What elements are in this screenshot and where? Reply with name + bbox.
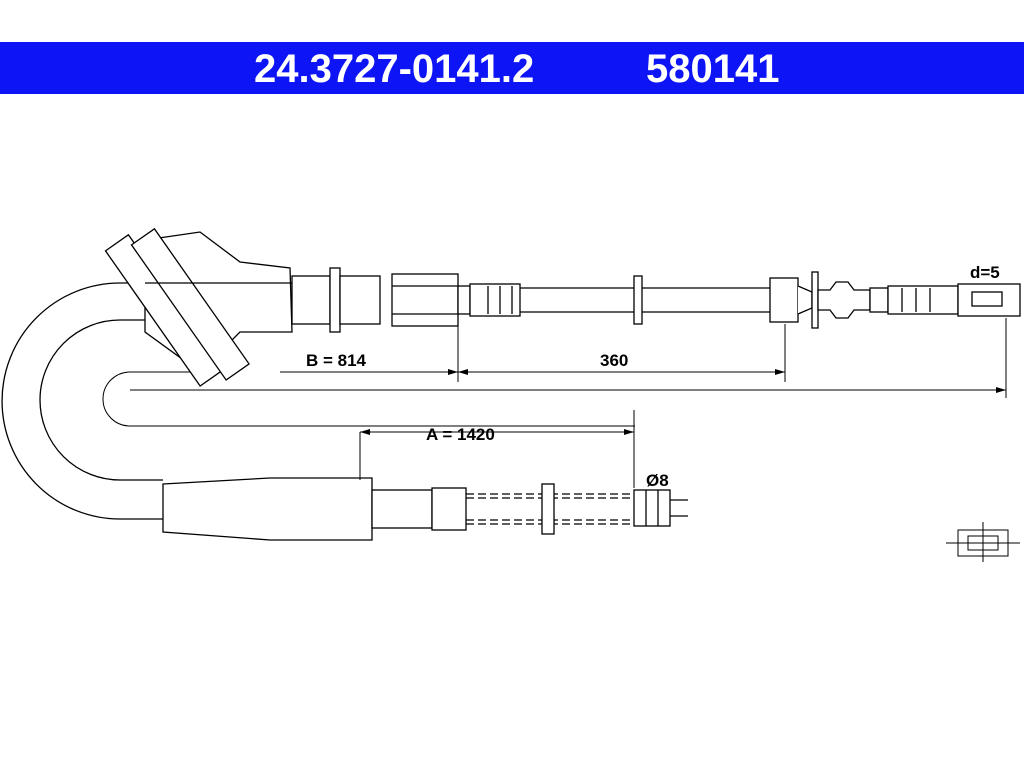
dimension-b-label: B = 814 (306, 351, 367, 370)
end-view-symbol (946, 522, 1020, 562)
reference-number: 580141 (646, 47, 780, 91)
cable-sheath (1, 282, 163, 520)
sleeve-diameter-label: Ø8 (646, 471, 669, 490)
upper-fittings (291, 267, 1021, 333)
dimension-loop (102, 371, 635, 427)
grommet (104, 227, 293, 387)
dimension-lines (130, 318, 1007, 488)
part-number: 24.3727-0141.2 (254, 47, 535, 91)
title-bar: 24.3727-0141.2 580141 (0, 42, 1024, 94)
dimension-arrows (360, 369, 1006, 435)
dimension-360-label: 360 (600, 351, 628, 370)
dimension-a-label: A = 1420 (426, 425, 495, 444)
end-diameter-label: d=5 (970, 263, 1000, 282)
lower-fittings (162, 477, 688, 541)
